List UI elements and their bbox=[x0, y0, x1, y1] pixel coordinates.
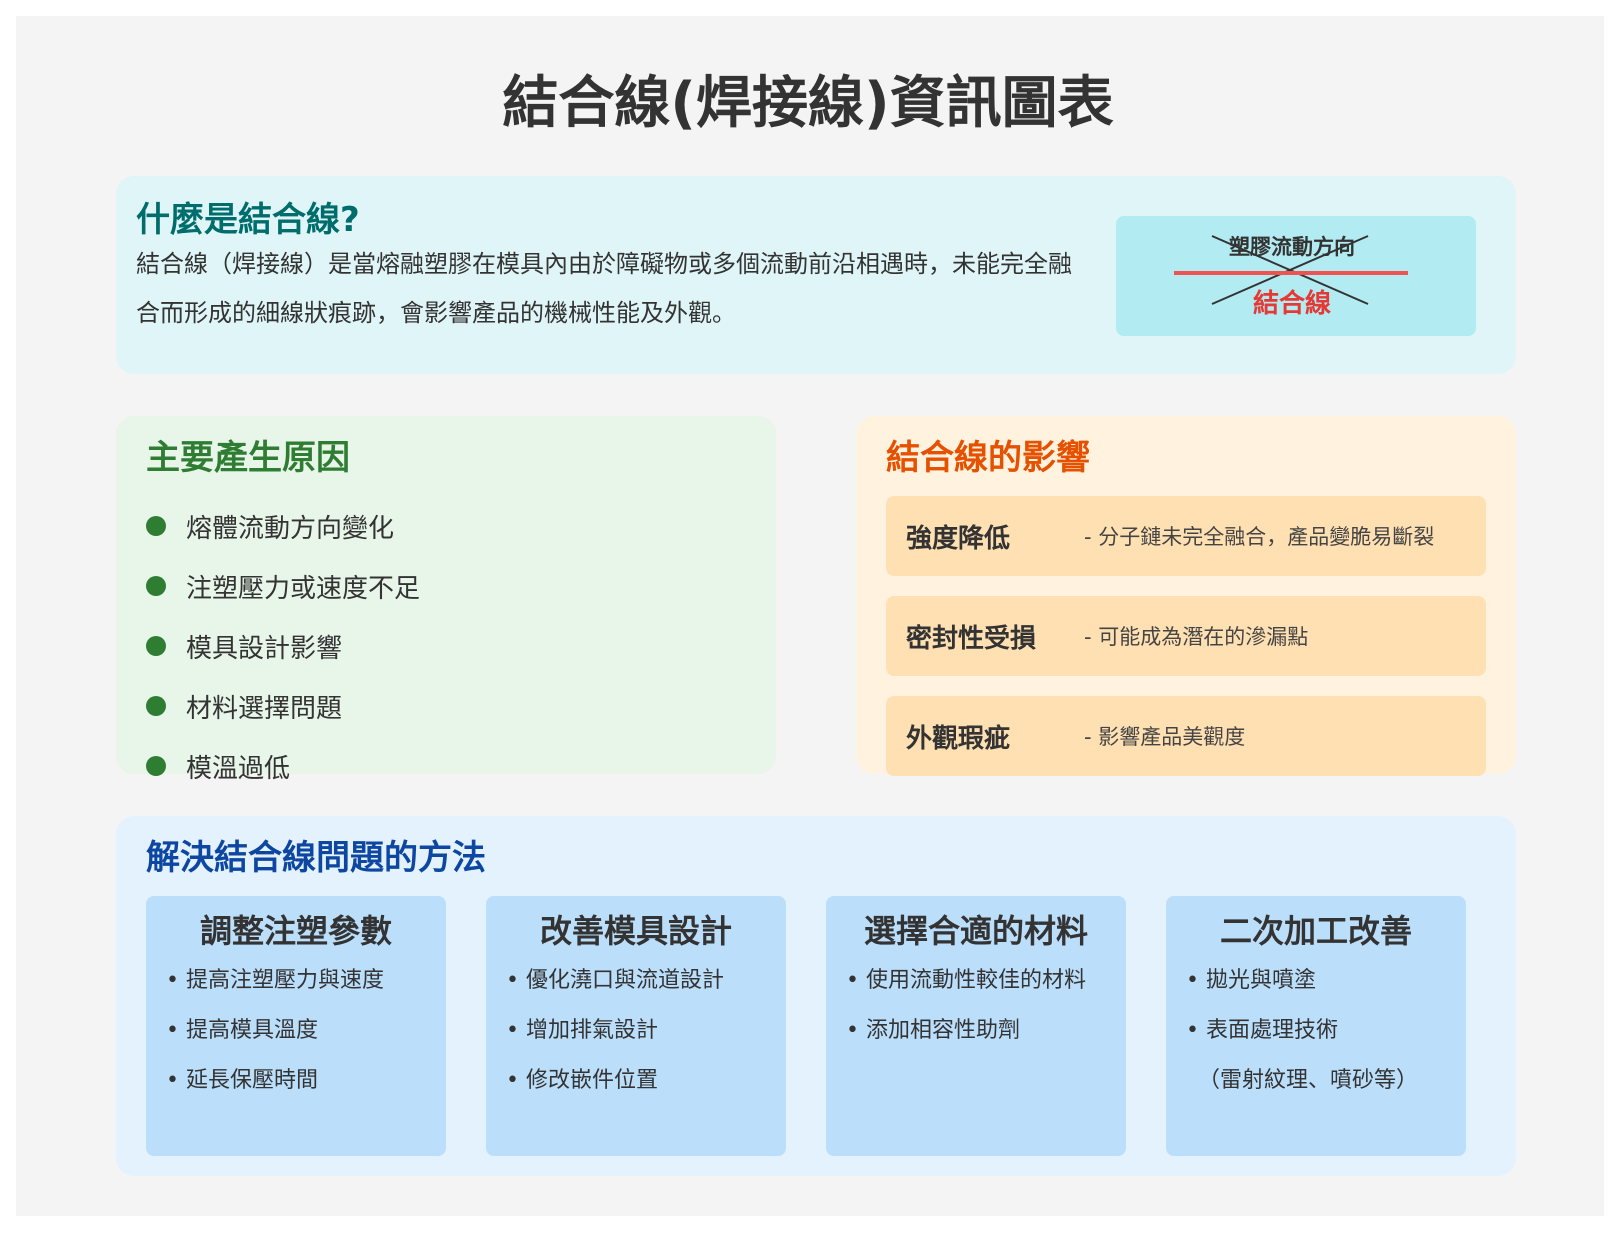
definition-text: 結合線（焊接線）是當熔融塑膠在模具內由於障礙物或多個流動前沿相遇時，未能完全融合… bbox=[136, 250, 1072, 327]
effect-description: - 可能成為潛在的滲漏點 bbox=[1084, 625, 1309, 649]
causes-heading: 主要產生原因 bbox=[146, 438, 350, 478]
solution-card-title: 二次加工改善 bbox=[1219, 912, 1412, 950]
cause-text: 熔體流動方向變化 bbox=[186, 513, 395, 544]
flow-direction-label: 塑膠流動方向 bbox=[1229, 235, 1355, 259]
cause-item: 模溫過低 bbox=[146, 736, 420, 796]
definition-heading: 什麼是結合線? bbox=[136, 200, 360, 240]
flow-arrow-line bbox=[1211, 235, 1369, 305]
cause-text: 注塑壓力或速度不足 bbox=[186, 573, 421, 604]
solution-item: • 拋光與噴塗 bbox=[1186, 968, 1316, 993]
effect-name: 強度降低 bbox=[906, 523, 1011, 554]
solution-card-title: 選擇合適的材料 bbox=[863, 912, 1088, 950]
solution-card-list: • 使用流動性較佳的材料 • 添加相容性助劑 bbox=[846, 956, 1086, 1056]
solutions-panel: 解決結合線問題的方法 調整注塑參數 • 提高注塑壓力與速度 • 提高模具溫度 •… bbox=[116, 816, 1516, 1176]
cause-item: 熔體流動方向變化 bbox=[146, 496, 420, 556]
weld-line-label: 結合線 bbox=[1253, 288, 1331, 319]
solutions-heading: 解決結合線問題的方法 bbox=[146, 838, 486, 878]
solution-item: • 使用流動性較佳的材料 bbox=[846, 968, 1086, 993]
solution-card: 選擇合適的材料 • 使用流動性較佳的材料 • 添加相容性助劑 bbox=[826, 896, 1126, 1156]
effects-panel: 結合線的影響 強度降低 - 分子鏈未完全融合，產品變脆易斷裂 密封性受損 - 可… bbox=[856, 416, 1516, 776]
effect-name: 外觀瑕疵 bbox=[906, 723, 1011, 754]
bullet-dot-icon bbox=[146, 576, 166, 596]
weld-line-illustration: 塑膠流動方向 結合線 bbox=[1116, 216, 1476, 336]
solution-item: • 延長保壓時間 bbox=[166, 1068, 318, 1093]
effects-heading: 結合線的影響 bbox=[886, 438, 1090, 478]
cause-text: 模具設計影響 bbox=[186, 633, 343, 664]
cause-item: 注塑壓力或速度不足 bbox=[146, 556, 420, 616]
cause-item: 材料選擇問題 bbox=[146, 676, 420, 736]
effect-item: 外觀瑕疵 - 影響產品美觀度 bbox=[886, 696, 1486, 776]
solution-item: • 提高模具溫度 bbox=[166, 1018, 318, 1043]
solution-card-list: • 優化澆口與流道設計 • 增加排氣設計 • 修改嵌件位置 bbox=[506, 956, 724, 1106]
effect-description: - 影響產品美觀度 bbox=[1084, 725, 1246, 749]
solution-card: 調整注塑參數 • 提高注塑壓力與速度 • 提高模具溫度 • 延長保壓時間 bbox=[146, 896, 446, 1156]
cause-item: 模具設計影響 bbox=[146, 616, 420, 676]
solution-item: （雷射紋理、噴砂等） bbox=[1198, 1068, 1419, 1093]
effect-item: 密封性受損 - 可能成為潛在的滲漏點 bbox=[886, 596, 1486, 676]
solution-item: • 增加排氣設計 bbox=[506, 1018, 658, 1043]
solution-card-title: 調整注塑參數 bbox=[199, 912, 392, 950]
solution-card: 二次加工改善 • 拋光與噴塗 • 表面處理技術 （雷射紋理、噴砂等） bbox=[1166, 896, 1466, 1156]
causes-list: 熔體流動方向變化 注塑壓力或速度不足 模具設計影響 材料選擇問題 模溫過低 bbox=[146, 496, 420, 796]
effect-description: - 分子鏈未完全融合，產品變脆易斷裂 bbox=[1084, 525, 1435, 549]
solution-card-list: • 提高注塑壓力與速度 • 提高模具溫度 • 延長保壓時間 bbox=[166, 956, 384, 1106]
solution-item: • 修改嵌件位置 bbox=[506, 1068, 658, 1093]
effect-name: 密封性受損 bbox=[906, 623, 1037, 654]
solution-card: 改善模具設計 • 優化澆口與流道設計 • 增加排氣設計 • 修改嵌件位置 bbox=[486, 896, 786, 1156]
flow-diagram: 塑膠流動方向 結合線 bbox=[1174, 235, 1408, 319]
bullet-dot-icon bbox=[146, 636, 166, 656]
solution-item: • 添加相容性助劑 bbox=[846, 1018, 1020, 1043]
bullet-dot-icon bbox=[146, 756, 166, 776]
solution-item: • 優化澆口與流道設計 bbox=[506, 968, 724, 993]
solution-item: • 表面處理技術 bbox=[1186, 1018, 1338, 1043]
definition-panel: 什麼是結合線? 結合線（焊接線）是當熔融塑膠在模具內由於障礙物或多個流動前沿相遇… bbox=[116, 176, 1516, 374]
solution-card-list: • 拋光與噴塗 • 表面處理技術 （雷射紋理、噴砂等） bbox=[1186, 956, 1418, 1106]
causes-panel: 主要產生原因 熔體流動方向變化 注塑壓力或速度不足 模具設計影響 材料選擇問題 … bbox=[116, 416, 776, 784]
bullet-dot-icon bbox=[146, 696, 166, 716]
solution-item: • 提高注塑壓力與速度 bbox=[166, 968, 384, 993]
solution-card-title: 改善模具設計 bbox=[539, 912, 732, 950]
effect-item: 強度降低 - 分子鏈未完全融合，產品變脆易斷裂 bbox=[886, 496, 1486, 576]
page-title: 結合線(焊接線)資訊圖表 bbox=[502, 71, 1114, 136]
cause-text: 模溫過低 bbox=[186, 753, 291, 784]
bullet-dot-icon bbox=[146, 516, 166, 536]
cause-text: 材料選擇問題 bbox=[186, 693, 343, 724]
